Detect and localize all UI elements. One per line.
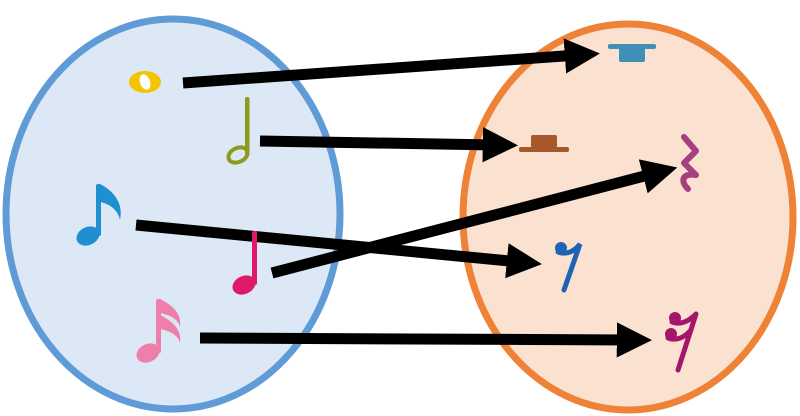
quarter-note-icon (232, 231, 257, 295)
arrow-eighth-to-eighth-rest (135, 219, 542, 279)
mapping-arrows (135, 38, 678, 358)
arrow-whole-to-whole-rest (182, 38, 600, 89)
half-rest-icon (519, 135, 569, 152)
whole-note-icon (129, 71, 161, 93)
codomain-set-ellipse (459, 20, 797, 414)
arrow-half-to-half-rest (259, 127, 518, 163)
arrow-sixteenth-to-sixteenth-rest (199, 322, 652, 358)
eighth-rest-icon (555, 242, 583, 293)
sixteenth-rest-icon (665, 311, 699, 373)
arrow-quarter-to-quarter-rest (270, 159, 678, 279)
quarter-rest-icon (680, 134, 699, 192)
whole-rest-icon (608, 44, 656, 62)
sixteenth-note-icon (136, 299, 181, 363)
half-note-icon (226, 97, 250, 165)
eighth-note-icon (76, 184, 121, 246)
domain-set-ellipse (2, 15, 344, 413)
